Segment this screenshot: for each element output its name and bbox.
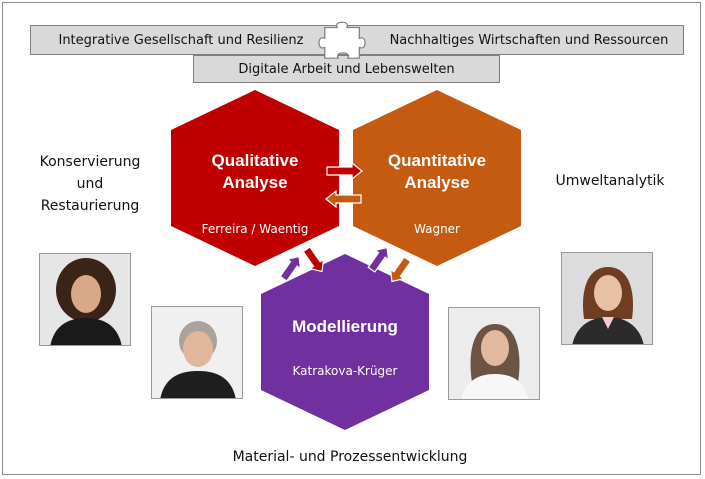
label-konservierung-line2: und <box>76 176 104 192</box>
topic-bar-bottom: Digitale Arbeit und Lebenswelten <box>193 55 500 83</box>
label-umweltanalytik: Umweltanalytik <box>555 173 665 189</box>
qualitative-title-line1: Qualitative <box>211 151 299 170</box>
portrait-auburn-hair-icon <box>572 267 644 344</box>
portrait-photo-long-hair <box>448 307 540 400</box>
portrait-photo-curly-hair <box>39 253 131 346</box>
quantitative-people: Wagner <box>414 222 460 236</box>
arrow-mod-to-quant <box>367 246 390 273</box>
arrow-qual-to-mod <box>302 246 325 273</box>
label-konservierung-restaurierung: Konservierung und Restaurierung <box>20 151 160 217</box>
label-konservierung-line3: Restaurierung <box>40 198 140 214</box>
modeling-people: Katrakova-Krüger <box>292 364 398 378</box>
modeling-title: Modellierung <box>292 317 398 336</box>
quantitative-title-line2: Analyse <box>404 173 470 192</box>
label-material-prozessentwicklung: Material- und Prozessentwicklung <box>232 449 468 465</box>
portrait-photo-short-hair <box>151 306 243 399</box>
portrait-long-hair-icon <box>461 324 529 399</box>
qualitative-title-line2: Analyse <box>222 173 288 192</box>
qualitative-people: Ferreira / Waentig <box>201 222 309 236</box>
hexagon-quantitative <box>353 90 521 266</box>
label-konservierung-line1: Konservierung <box>39 154 141 170</box>
topic-integrative-gesellschaft: Integrative Gesellschaft und Resilienz <box>58 32 304 48</box>
qualitative-title: Qualitative Analyse <box>175 150 335 194</box>
arrow-quant-to-mod <box>389 256 412 283</box>
arrow-qual-to-quant <box>326 161 363 181</box>
arrow-quant-to-qual <box>325 189 362 209</box>
topic-digitale-arbeit: Digitale Arbeit und Lebenswelten <box>238 61 455 77</box>
portrait-short-hair-icon <box>160 321 236 398</box>
quantitative-title-line1: Quantitative <box>387 151 487 170</box>
quantitative-title: Quantitative Analyse <box>357 150 517 194</box>
hexagon-qualitative <box>171 90 339 266</box>
hexagon-modeling <box>261 254 429 430</box>
arrow-mod-to-qual <box>279 255 302 282</box>
portrait-curly-hair-icon <box>50 258 122 345</box>
portrait-photo-auburn-hair <box>561 252 653 345</box>
topic-nachhaltiges-wirtschaften: Nachhaltiges Wirtschaften und Ressourcen <box>389 32 669 48</box>
puzzle-piece-icon <box>318 21 366 59</box>
